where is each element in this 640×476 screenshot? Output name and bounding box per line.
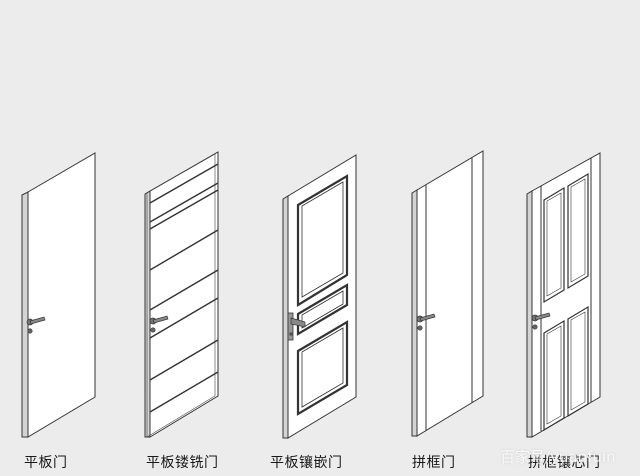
door-handle-icon <box>416 313 436 331</box>
door-handle-icon <box>287 312 306 341</box>
door-frame-carved <box>526 152 601 438</box>
door-handle-icon <box>149 315 169 333</box>
door-handle-icon <box>531 312 551 330</box>
caption-flat-door: 平板门 <box>24 455 68 471</box>
frame-panels <box>540 158 592 432</box>
caption-frame-door: 拼框门 <box>412 455 456 471</box>
caption-inlaid-door: 平板镶嵌门 <box>270 455 343 471</box>
caption-milled-door: 平板镂铣门 <box>146 455 219 471</box>
door-inlaid <box>282 154 357 439</box>
inset-panel-top <box>296 174 349 307</box>
door-milled <box>144 151 219 438</box>
frame-stiles <box>425 158 473 431</box>
door-frame <box>411 150 484 437</box>
milled-grooves <box>149 163 219 413</box>
caption-frame-carved-door: 拼框镶芯门 <box>528 455 601 471</box>
inset-panel-bottom <box>296 320 349 416</box>
watermark: 百家号/yuanfuin <box>500 448 616 466</box>
door-flat <box>21 152 96 438</box>
door-handle-icon <box>26 316 46 334</box>
